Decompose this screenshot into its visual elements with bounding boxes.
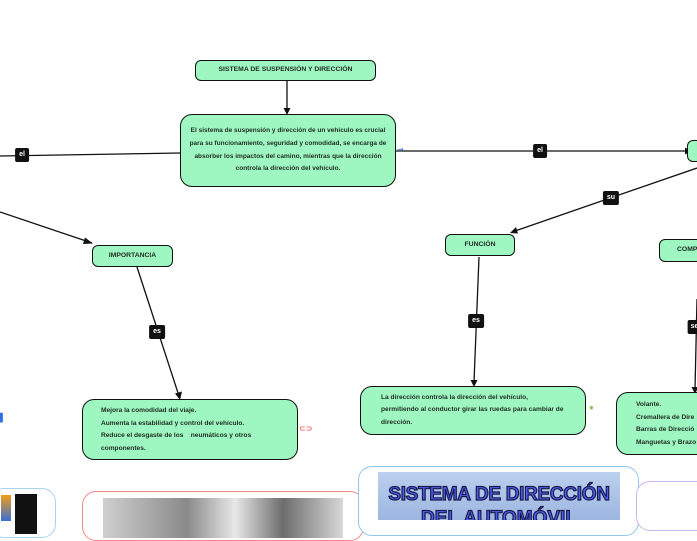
thumbnail-card-left[interactable] bbox=[0, 488, 56, 538]
importance-item-4: componentes. bbox=[101, 443, 279, 456]
title-node[interactable]: SISTEMA DE SUSPENSIÓN Y DIRECCIÓN bbox=[195, 60, 376, 81]
arrowhead-function bbox=[510, 227, 518, 234]
importance-item-1: Mejora la comodidad del viaje. bbox=[101, 405, 279, 418]
thumbnail-dark-panel bbox=[15, 494, 37, 534]
importance-node[interactable]: IMPORTANCIA bbox=[92, 245, 173, 267]
pill-icon: ● bbox=[589, 404, 594, 412]
edge-label-su: su bbox=[603, 191, 619, 205]
edge-label-left-el: el bbox=[15, 148, 29, 162]
edge-label-right-el: el bbox=[533, 144, 547, 158]
thumbnail-image-left bbox=[1, 495, 11, 521]
arrowhead-importance bbox=[83, 238, 93, 245]
steering-system-banner: SISTEMA DE DIRECCIÓN DEL AUTOMÓVIL bbox=[378, 472, 620, 520]
importance-item-2: Aumenta la estabilidad y control del veh… bbox=[101, 418, 279, 431]
importance-list-node[interactable]: Mejora la comodidad del viaje. Aumenta l… bbox=[82, 399, 298, 460]
link-icon: ⊂⊃ bbox=[299, 425, 312, 433]
components-item-4: Manguetas y Brazo bbox=[636, 437, 697, 450]
components-list-node[interactable]: Volante. Cremallera de Dire Barras de Di… bbox=[616, 392, 697, 455]
function-text: La dirección controla la dirección del v… bbox=[381, 392, 565, 430]
banner-title-line2: DEL AUTOMÓVIL bbox=[378, 508, 620, 520]
edge-left-to-importance bbox=[0, 212, 92, 243]
car-icon: ⇝ bbox=[397, 146, 404, 154]
banner-title-line1: SISTEMA DE DIRECCIÓN bbox=[378, 484, 620, 506]
components-node[interactable]: COMP bbox=[659, 239, 697, 262]
function-text-node[interactable]: La dirección controla la dirección del v… bbox=[360, 386, 586, 435]
function-node[interactable]: FUNCIÓN bbox=[445, 234, 515, 256]
components-item-3: Barras de Direcció bbox=[636, 424, 697, 437]
components-item-1: Volante. bbox=[636, 399, 697, 412]
left-edge-marker-icon: ▌ bbox=[0, 414, 6, 422]
description-text: El sistema de suspensión y dirección de … bbox=[189, 125, 387, 175]
edge-label-es-importance: es bbox=[149, 325, 165, 339]
importance-item-3: Reduce el desgaste de los neumáticos y o… bbox=[101, 430, 279, 443]
description-node[interactable]: El sistema de suspensión y dirección de … bbox=[180, 114, 396, 187]
video-card[interactable] bbox=[82, 491, 364, 541]
edge-label-se: se bbox=[688, 320, 697, 334]
right-partial-node[interactable] bbox=[687, 140, 697, 162]
edge-label-es-function: es bbox=[468, 314, 484, 328]
thumbnail-card-right[interactable] bbox=[636, 481, 697, 531]
video-thumbnail bbox=[103, 498, 343, 538]
components-item-2: Cremallera de Dire bbox=[636, 412, 697, 425]
